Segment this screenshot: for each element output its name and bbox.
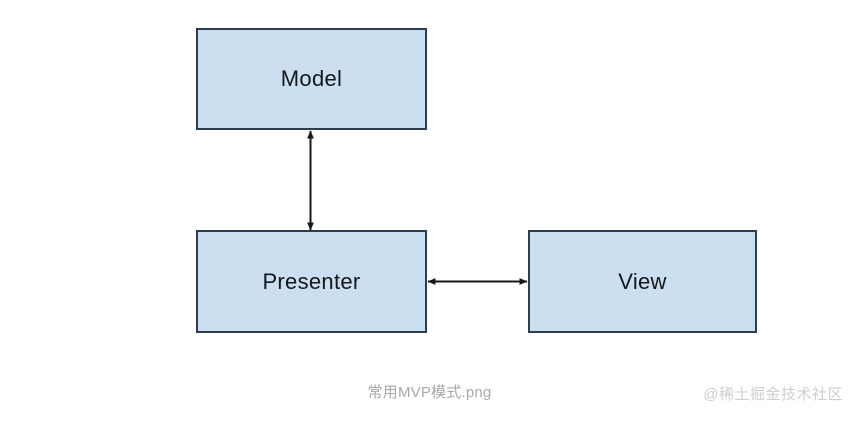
node-model[interactable]: Model bbox=[196, 28, 427, 130]
node-model-label: Model bbox=[280, 66, 343, 91]
diagram-caption: 常用MVP模式.png bbox=[367, 384, 492, 401]
node-view-label: View bbox=[618, 268, 667, 294]
node-view[interactable]: View bbox=[528, 230, 757, 333]
watermark: @稀土掘金技术社区 bbox=[703, 386, 843, 403]
node-presenter-label: Presenter bbox=[262, 268, 361, 294]
node-presenter[interactable]: Presenter bbox=[196, 230, 427, 333]
